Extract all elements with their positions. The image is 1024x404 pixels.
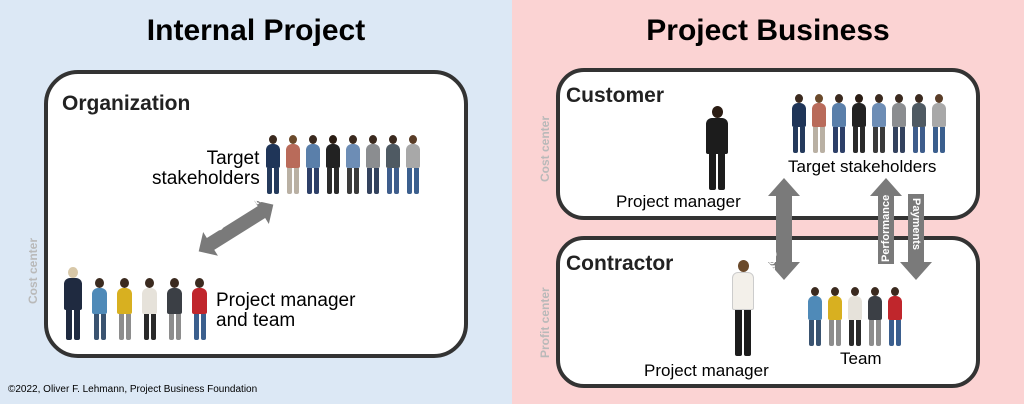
customer-target-label: Target stakeholders: [788, 157, 937, 176]
contractor-team-label: Team: [840, 349, 882, 368]
internal-project-title: Internal Project: [146, 14, 366, 47]
stakeholder-figure: [832, 94, 846, 153]
performance-label: Performance: [880, 194, 892, 262]
team-member-figure: [888, 287, 902, 346]
payments-label: Payments: [910, 198, 922, 250]
project-team-label-1: Project manager: [216, 290, 356, 311]
stakeholder-figure: [912, 94, 926, 153]
customer-title: Customer: [566, 84, 665, 107]
stakeholder-figure: [872, 94, 886, 153]
target-stakeholders-label-2: stakeholders: [152, 168, 260, 189]
contractor-team-group: [808, 280, 902, 346]
payments-arrow: [900, 194, 932, 280]
agreements-arrow: [198, 200, 274, 256]
contractor-pm-group: [732, 256, 754, 356]
stakeholder-figure: [266, 135, 280, 194]
customer-pm-group: [706, 100, 728, 190]
customer-pm-label: Project manager: [616, 192, 741, 211]
project-team-label-2: and team: [216, 310, 296, 331]
team-member-figure: [92, 278, 107, 340]
stakeholder-figure: [812, 94, 826, 153]
stakeholder-figure: [326, 135, 340, 194]
team-member-figure: [808, 287, 822, 346]
team-member-figure: [848, 287, 862, 346]
target-label-line1: Target: [206, 148, 260, 169]
customer-stakeholders-group: [792, 87, 946, 153]
project-team-group: [64, 258, 207, 340]
contractor-pm-label: Project manager: [644, 361, 769, 380]
target-stakeholders-group: [266, 128, 420, 194]
organization-title: Organization: [62, 92, 191, 115]
customer-project-manager-figure: [706, 106, 728, 190]
stakeholder-figure: [792, 94, 806, 153]
organization-box: [44, 70, 468, 358]
team-member-figure: [167, 278, 182, 340]
performance-arrow: [870, 178, 902, 264]
stakeholder-figure: [366, 135, 380, 194]
stakeholder-figure: [852, 94, 866, 153]
stakeholder-figure: [932, 94, 946, 153]
stakeholder-figure: [346, 135, 360, 194]
stakeholder-figure: [386, 135, 400, 194]
stakeholder-figure: [406, 135, 420, 194]
team-member-figure: [828, 287, 842, 346]
stakeholder-figure: [306, 135, 320, 194]
team-member-figure: [192, 278, 207, 340]
stakeholder-figure: [892, 94, 906, 153]
contractor-title: Contractor: [566, 252, 674, 275]
team-member-figure: [142, 278, 157, 340]
contractor-project-manager-figure: [732, 260, 754, 356]
internal-project-panel: Internal Project Organization Cost cente…: [0, 0, 512, 404]
stakeholder-figure: [286, 135, 300, 194]
project-business-title: Project Business: [646, 14, 890, 47]
copyright-text: ©2022, Oliver F. Lehmann, Project Busine…: [8, 384, 258, 395]
team-member-figure: [868, 287, 882, 346]
team-member-figure: [117, 278, 132, 340]
target-stakeholders-label: Target: [198, 148, 268, 169]
contract-label: Contract: [766, 250, 778, 296]
contract-arrow: [768, 178, 800, 280]
project-manager-figure: [64, 267, 82, 340]
